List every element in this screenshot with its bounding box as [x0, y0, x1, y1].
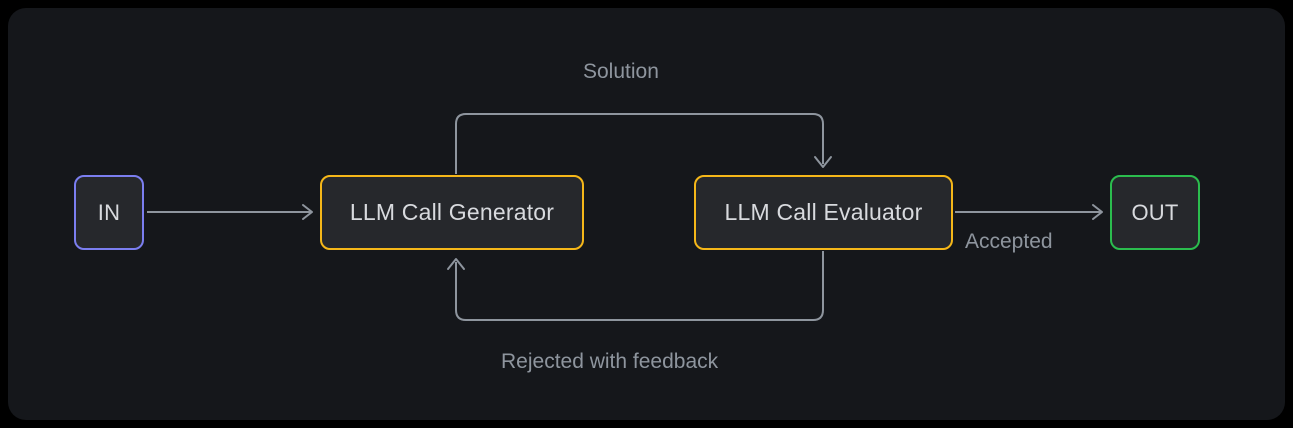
node-in-label: IN	[97, 199, 121, 225]
arrowhead-icon	[814, 156, 832, 168]
node-evaluator-label: LLM Call Evaluator	[724, 199, 923, 225]
arrowhead-icon	[1092, 204, 1103, 220]
arrowhead-icon	[302, 204, 313, 220]
node-llm-call-generator[interactable]: LLM Call Generator	[320, 175, 584, 250]
edge-label-rejected-with-feedback: Rejected with feedback	[501, 350, 719, 373]
edge-generator-to-evaluator	[455, 113, 832, 174]
edge-label-accepted: Accepted	[965, 230, 1053, 253]
node-out-label: OUT	[1131, 199, 1179, 225]
edge-label-solution: Solution	[583, 60, 659, 83]
node-llm-call-evaluator[interactable]: LLM Call Evaluator	[694, 175, 953, 250]
node-in[interactable]: IN	[74, 175, 144, 250]
diagram-panel	[8, 8, 1285, 420]
node-generator-label: LLM Call Generator	[349, 199, 555, 225]
edge-in-to-generator	[147, 204, 313, 220]
node-out[interactable]: OUT	[1110, 175, 1200, 250]
edge-evaluator-to-generator	[447, 251, 824, 321]
arrowhead-icon	[447, 258, 465, 270]
edge-evaluator-to-out	[955, 204, 1103, 220]
